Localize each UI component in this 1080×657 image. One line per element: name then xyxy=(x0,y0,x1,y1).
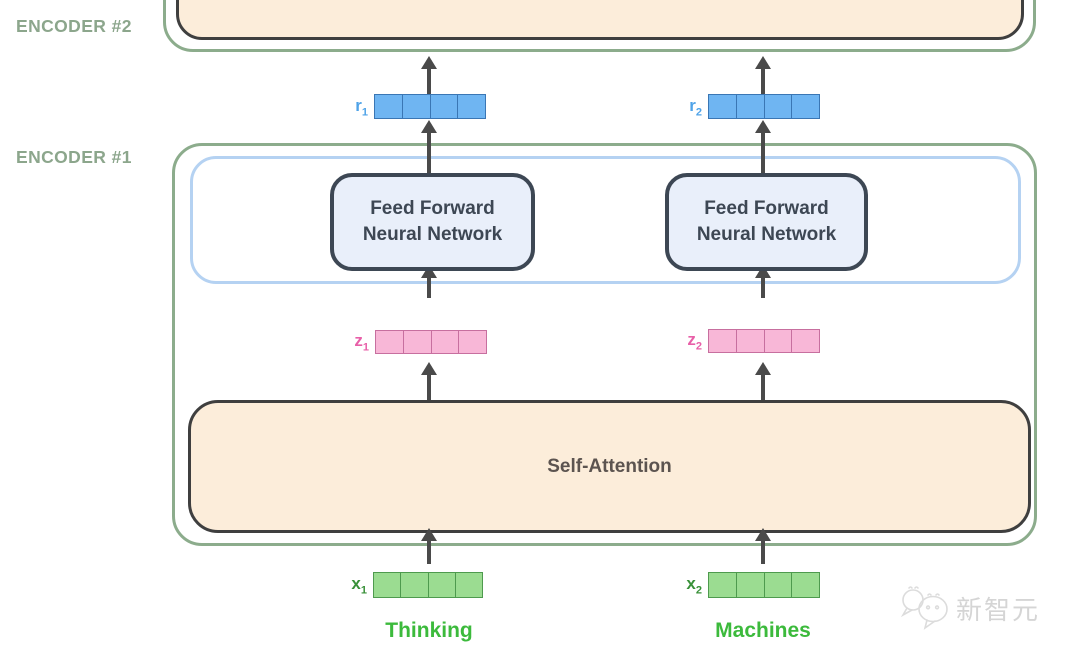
encoder2-label: ENCODER #2 xyxy=(16,16,132,36)
arrow-shaft xyxy=(761,69,765,94)
arrow-head xyxy=(755,56,771,69)
arrow-up-icon xyxy=(755,56,771,94)
watermark: 新智元 xyxy=(898,584,1040,632)
vector-cell xyxy=(374,573,400,597)
vector-cell xyxy=(709,95,736,118)
wechat-bubbles-icon xyxy=(900,586,948,630)
token-word-thinking: Thinking xyxy=(385,619,473,642)
ff-line1: Feed Forward xyxy=(704,198,829,220)
encoder2-attention-box xyxy=(176,0,1024,40)
vector-cell xyxy=(791,573,819,597)
vector-r1-label: r1 xyxy=(355,96,368,119)
arrow-shaft xyxy=(427,375,431,400)
feed-forward-box-1: Feed Forward Neural Network xyxy=(330,173,535,271)
vector-z1-label: z1 xyxy=(354,331,369,354)
encoder1-ff-layer-frame xyxy=(190,156,1021,284)
arrow-head xyxy=(755,528,771,541)
vector-cell xyxy=(427,573,455,597)
arrow-up-icon xyxy=(421,362,437,400)
encoder1-label: ENCODER #1 xyxy=(16,147,132,167)
vector-r1 xyxy=(374,94,486,119)
arrow-up-icon xyxy=(421,528,437,564)
vector-cell xyxy=(709,573,736,597)
vector-z2 xyxy=(708,329,820,353)
vector-cell xyxy=(735,330,764,352)
watermark-text: 新智元 xyxy=(956,594,1041,625)
arrow-shaft xyxy=(427,69,431,94)
vector-cell xyxy=(401,95,430,118)
arrow-shaft xyxy=(427,278,431,298)
vector-z2-label: z2 xyxy=(687,330,702,353)
vector-cell xyxy=(457,95,485,118)
arrow-shaft xyxy=(427,133,431,173)
arrow-shaft xyxy=(761,133,765,173)
vector-cell xyxy=(763,95,792,118)
arrow-up-icon xyxy=(755,528,771,564)
arrow-head xyxy=(421,362,437,375)
vector-x1 xyxy=(373,572,483,598)
vector-z1 xyxy=(375,330,487,354)
arrow-head xyxy=(421,120,437,133)
vector-cell xyxy=(791,330,819,352)
vector-cell xyxy=(376,331,403,353)
ff-line2: Neural Network xyxy=(696,224,837,245)
ff-line1: Feed Forward xyxy=(370,198,495,220)
arrow-up-icon xyxy=(755,120,771,173)
arrow-up-icon xyxy=(755,362,771,400)
vector-cell xyxy=(400,573,427,597)
vector-cell xyxy=(791,95,819,118)
vector-cell xyxy=(763,573,792,597)
vector-cell xyxy=(735,95,764,118)
arrow-up-icon xyxy=(421,120,437,173)
arrow-up-icon xyxy=(421,56,437,94)
vector-cell xyxy=(430,331,459,353)
arrow-head xyxy=(755,362,771,375)
arrow-shaft xyxy=(761,541,765,564)
arrow-head xyxy=(421,56,437,69)
vector-cell xyxy=(458,331,486,353)
vector-cell xyxy=(735,573,764,597)
vector-cell xyxy=(709,330,736,352)
token-word-machines: Machines xyxy=(715,619,811,642)
vector-x2-label: x2 xyxy=(686,574,702,597)
vector-x1-label: x1 xyxy=(351,574,367,597)
vector-cell xyxy=(375,95,402,118)
vector-cell xyxy=(454,573,482,597)
ff-line2: Neural Network xyxy=(362,224,503,245)
encoder1-frame xyxy=(172,143,1037,546)
arrow-shaft xyxy=(761,278,765,298)
encoder2-frame xyxy=(163,0,1036,52)
arrow-head xyxy=(421,528,437,541)
vector-x2 xyxy=(708,572,820,598)
arrow-shaft xyxy=(761,375,765,400)
vector-r2-label: r2 xyxy=(689,96,702,119)
arrow-head xyxy=(755,120,771,133)
vector-cell xyxy=(763,330,792,352)
vector-r2 xyxy=(708,94,820,119)
self-attention-label: Self-Attention xyxy=(547,455,672,477)
vector-cell xyxy=(402,331,431,353)
feed-forward-box-2: Feed Forward Neural Network xyxy=(665,173,868,271)
vector-cell xyxy=(429,95,458,118)
arrow-shaft xyxy=(427,541,431,564)
self-attention-box: Self-Attention xyxy=(188,400,1031,533)
